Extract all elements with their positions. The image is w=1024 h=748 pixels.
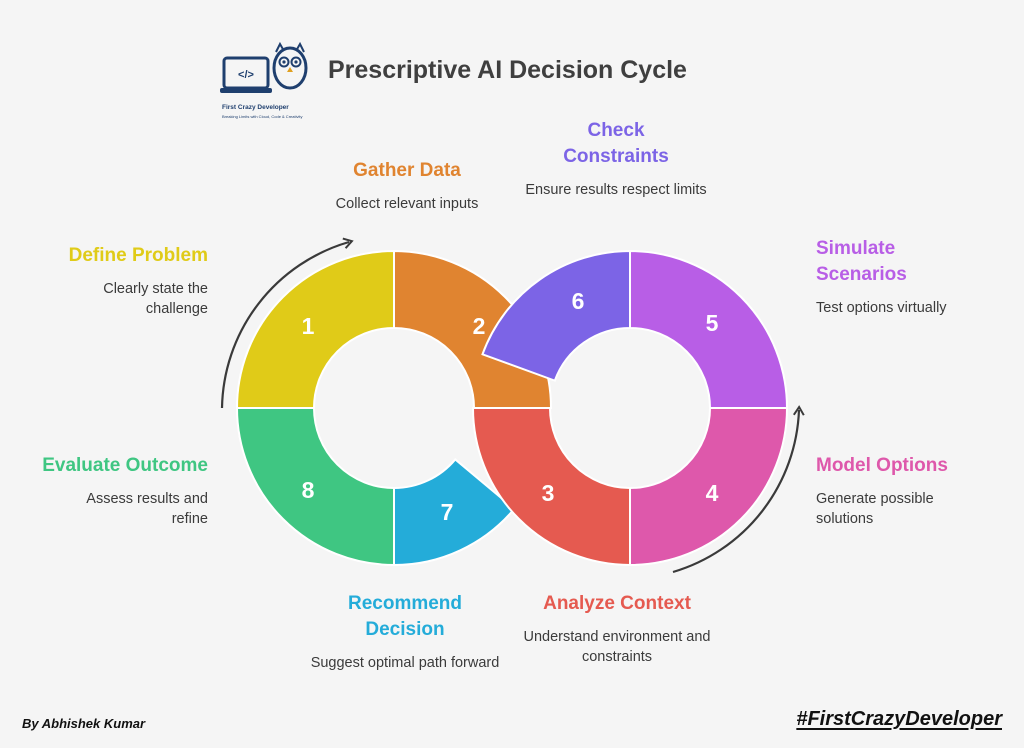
svg-text:</>: </> <box>238 69 254 81</box>
step-3-label: Analyze Context Understand environment a… <box>510 591 724 667</box>
step-number-7: 7 <box>441 499 454 525</box>
step-4-description: Generate possible solutions <box>816 491 934 527</box>
step-5-label: Simulate Scenarios Test options virtuall… <box>816 236 996 318</box>
ring-segment-5 <box>629 249 789 409</box>
ring-segment-6 <box>481 249 631 382</box>
ring-segment-2 <box>393 249 553 409</box>
step-2-label: Gather Data Collect relevant inputs <box>300 158 514 214</box>
step-8-label: Evaluate Outcome Assess results and refi… <box>18 453 208 529</box>
step-6-title: Check Constraints <box>563 120 669 167</box>
step-5-title: Simulate Scenarios <box>816 238 907 285</box>
step-4-title: Model Options <box>816 455 948 476</box>
hashtag: #FirstCrazyDeveloper <box>796 708 1002 730</box>
step-3-description: Understand environment and constraints <box>523 629 711 665</box>
step-number-1: 1 <box>302 313 315 339</box>
cycle-arrow-left <box>220 237 354 409</box>
step-1-description: Clearly state the challenge <box>103 281 208 317</box>
step-2-title: Gather Data <box>353 160 461 181</box>
step-7-title: Recommend Decision <box>347 593 463 640</box>
ring-segment-7 <box>393 458 516 567</box>
step-7-label: Recommend Decision Suggest optimal path … <box>310 591 500 673</box>
cycle-arrow-right <box>672 405 805 574</box>
step-number-3: 3 <box>542 480 555 506</box>
step-6-description: Ensure results respect limits <box>525 182 707 198</box>
ring-segment-3 <box>471 407 631 567</box>
step-6-label: Check Constraints Ensure results respect… <box>520 118 712 200</box>
owl-laptop-code-icon: </> <box>220 41 308 93</box>
ring-segment-1 <box>235 249 395 409</box>
ring-segment-4 <box>629 407 789 567</box>
step-1-label: Define Problem Clearly state the challen… <box>28 243 208 319</box>
logo-name: First Crazy Developer <box>222 104 289 111</box>
step-number-2: 2 <box>473 313 486 339</box>
step-number-6: 6 <box>572 288 585 314</box>
step-7-description: Suggest optimal path forward <box>310 655 500 671</box>
step-number-4: 4 <box>706 480 719 506</box>
ring-segment-8 <box>235 407 395 567</box>
logo-tagline: Breaking Limits with Cloud, Code & Creat… <box>222 114 303 119</box>
page-title: Prescriptive AI Decision Cycle <box>328 56 687 84</box>
step-2-description: Collect relevant inputs <box>335 196 479 212</box>
step-8-description: Assess results and refine <box>86 491 208 527</box>
brand-logo: </> First Crazy Developer Breaking Limit… <box>218 40 314 128</box>
step-5-description: Test options virtually <box>816 300 947 316</box>
author-credit: By Abhishek Kumar <box>22 716 146 731</box>
step-number-8: 8 <box>302 477 315 503</box>
step-4-label: Model Options Generate possible solution… <box>816 453 996 529</box>
step-3-title: Analyze Context <box>543 593 691 614</box>
step-1-title: Define Problem <box>68 245 208 266</box>
step-number-5: 5 <box>706 310 719 336</box>
step-8-title: Evaluate Outcome <box>42 455 208 476</box>
